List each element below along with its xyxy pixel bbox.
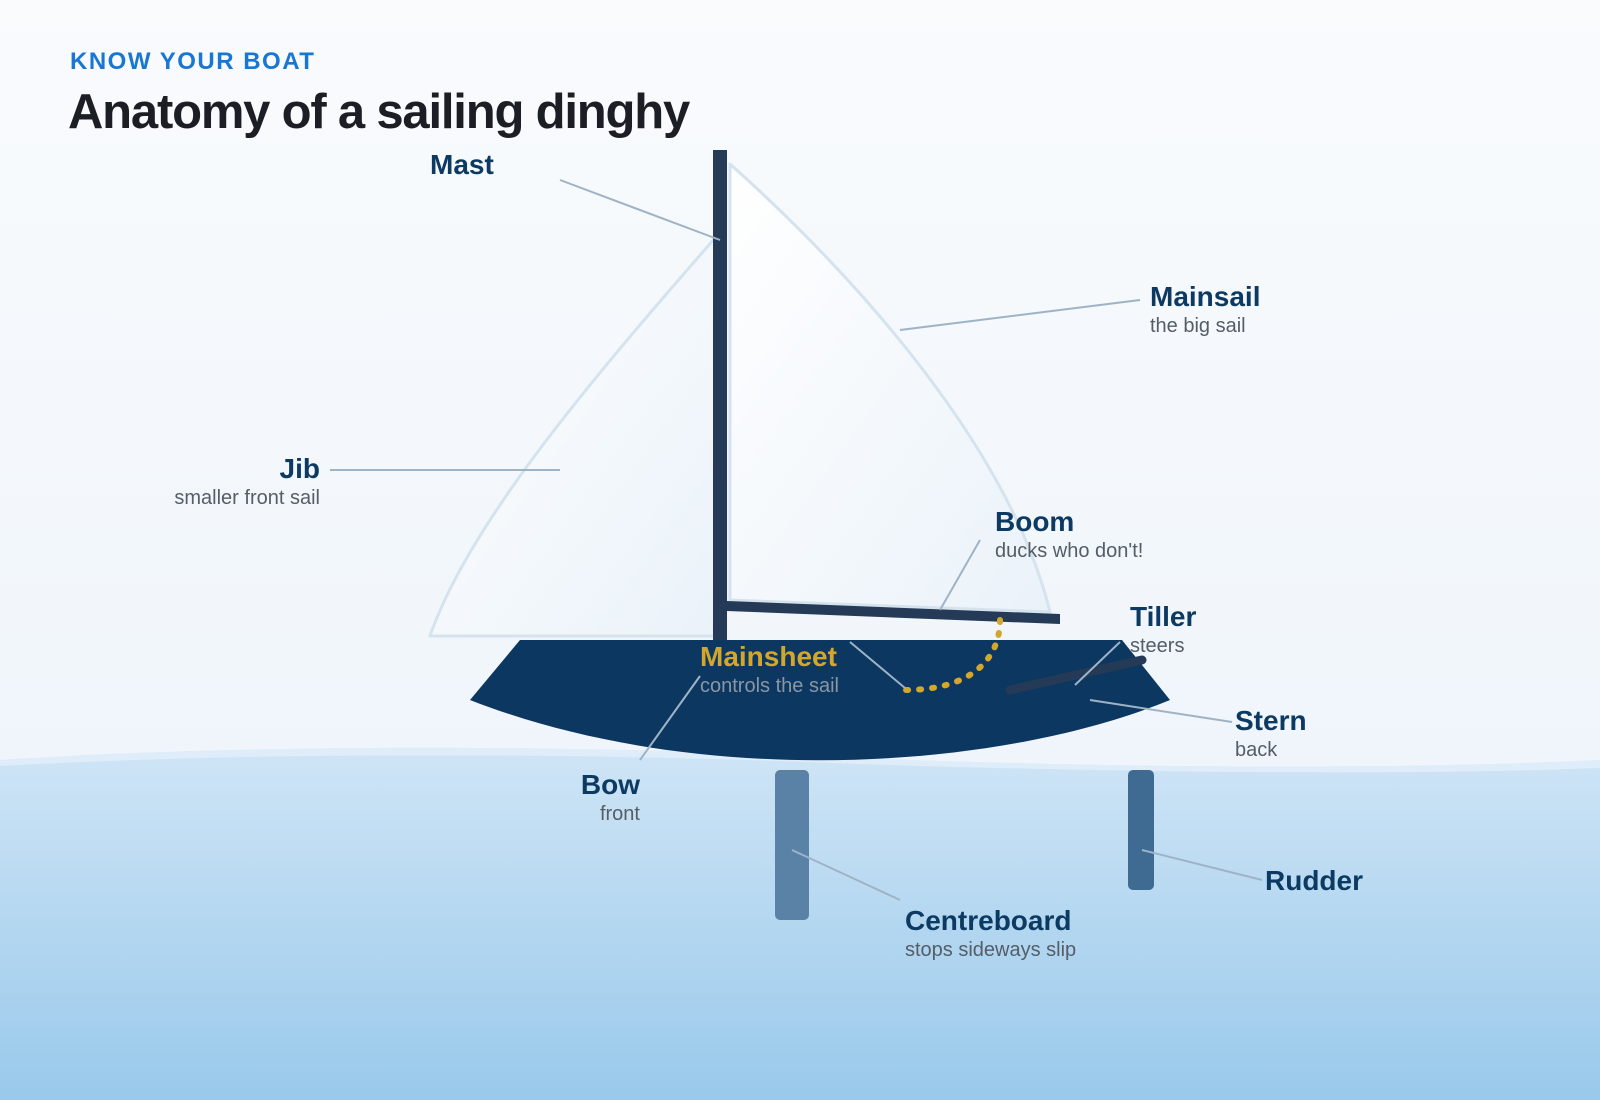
leader-rudder xyxy=(1141,849,1263,881)
label-bow-name: Bow xyxy=(580,769,640,800)
eyebrow: KNOW YOUR BOAT xyxy=(70,48,316,75)
mainsheet-rope xyxy=(902,617,1003,693)
leader-boom xyxy=(939,539,981,611)
label-mast-name: Mast xyxy=(430,149,494,180)
label-boom-name: Boom xyxy=(995,506,1075,537)
label-centreboard-desc: stops sideways slip xyxy=(905,939,1077,961)
label-mast: Mast xyxy=(430,150,494,180)
page-title: Anatomy of a sailing dinghy xyxy=(68,85,690,139)
leader-lines xyxy=(330,179,1263,901)
centreboard xyxy=(775,770,809,920)
label-tiller-name: Tiller xyxy=(1130,601,1197,632)
label-mainsail-name: Mainsail xyxy=(1150,281,1261,312)
label-jib-name: Jib xyxy=(279,453,320,484)
label-bow: Bow front xyxy=(581,770,640,828)
mast xyxy=(713,150,727,640)
mainsail-sail xyxy=(728,162,1052,614)
leader-mainsheet xyxy=(849,641,906,689)
label-mainsail: Mainsail the big sail xyxy=(1150,282,1260,340)
label-mainsheet: Mainsheet controls the sail xyxy=(700,642,839,700)
label-boom: Boom ducks who don't! xyxy=(995,507,1143,565)
label-mainsheet-name: Mainsheet xyxy=(700,641,837,672)
leader-mainsail xyxy=(899,299,1141,331)
leader-mast xyxy=(559,179,721,241)
water xyxy=(0,747,1600,1100)
jib-sail xyxy=(428,236,717,638)
label-mainsheet-desc: controls the sail xyxy=(700,675,839,697)
leader-stern xyxy=(1089,699,1233,723)
label-bow-desc: front xyxy=(599,803,640,825)
label-stern: Stern back xyxy=(1235,706,1307,764)
leader-bow xyxy=(639,675,701,761)
rudder xyxy=(1128,770,1154,890)
leader-centreboard xyxy=(791,849,901,901)
tiller xyxy=(1005,655,1147,695)
label-tiller-desc: steers xyxy=(1130,635,1185,657)
leader-tiller xyxy=(1074,641,1121,686)
label-boom-desc: ducks who don't! xyxy=(995,540,1144,562)
label-stern-name: Stern xyxy=(1235,705,1307,736)
boom xyxy=(727,601,1060,624)
label-centreboard: Centreboard stops sideways slip xyxy=(905,906,1076,964)
label-rudder-name: Rudder xyxy=(1265,865,1363,896)
label-jib-desc: smaller front sail xyxy=(174,487,320,509)
label-centreboard-name: Centreboard xyxy=(905,905,1072,936)
label-tiller: Tiller steers xyxy=(1130,602,1196,660)
label-jib: Jib smaller front sail xyxy=(174,454,320,512)
hull xyxy=(470,640,1170,761)
label-stern-desc: back xyxy=(1235,739,1278,761)
label-mainsail-desc: the big sail xyxy=(1150,315,1246,337)
label-rudder: Rudder xyxy=(1265,866,1363,896)
